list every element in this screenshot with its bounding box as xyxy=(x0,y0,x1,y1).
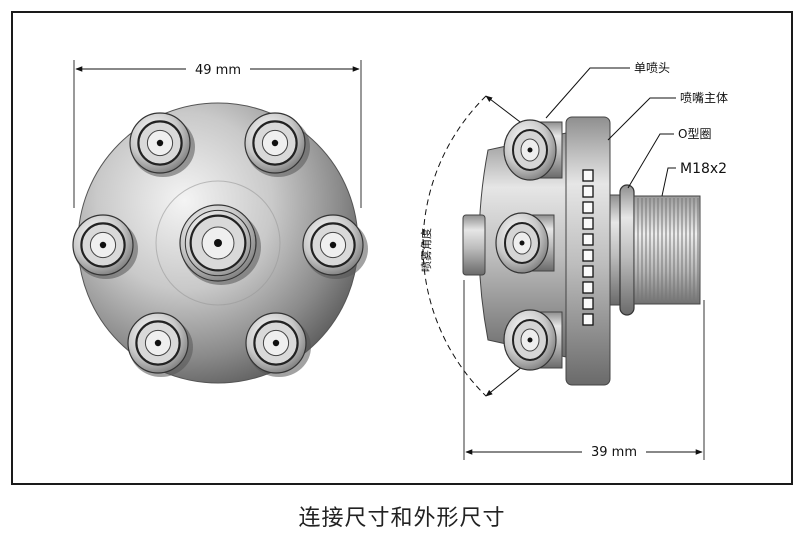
callout-o-ring: O型圈 xyxy=(678,127,711,141)
callout-thread: M18x2 xyxy=(680,161,727,177)
o-ring xyxy=(619,184,635,316)
side-nozzle-orifice xyxy=(527,337,533,343)
leader-thread xyxy=(661,167,676,197)
outer-nozzle xyxy=(302,214,368,279)
figure-caption: 连接尺寸和外形尺寸 xyxy=(298,506,506,531)
side-width-label: 39 mm xyxy=(591,445,637,460)
nozzle-orifice xyxy=(272,339,280,347)
leader-o-ring xyxy=(627,133,674,189)
side-nozzle xyxy=(495,212,555,274)
nozzle-orifice xyxy=(99,241,107,249)
body-hole xyxy=(582,185,594,198)
leader-nozzle-body xyxy=(607,97,676,141)
side-nozzle-orifice xyxy=(519,240,525,246)
callout-nozzle-body: 喷嘴主体 xyxy=(680,91,728,105)
side-rear-nozzle xyxy=(462,214,486,276)
nozzle-orifice xyxy=(156,139,164,147)
nozzle-orifice xyxy=(154,339,162,347)
outer-nozzle xyxy=(245,312,311,377)
body-hole xyxy=(582,233,594,246)
nozzle-orifice xyxy=(271,139,279,147)
thread-m18 xyxy=(633,195,701,305)
front-width-label: 49 mm xyxy=(195,63,241,78)
front-nozzles xyxy=(72,112,368,377)
side-nozzles xyxy=(495,119,563,371)
side-nozzle-orifice xyxy=(527,147,533,153)
nozzle-orifice xyxy=(329,241,337,249)
body-holes xyxy=(582,169,594,326)
body-hole xyxy=(582,265,594,278)
body-hole xyxy=(582,297,594,310)
spray-angle-label: 喷雾角度 xyxy=(419,228,433,272)
center-nozzle xyxy=(179,204,261,285)
dome-inner-ring xyxy=(155,180,281,306)
body-hole xyxy=(582,217,594,230)
outer-nozzle xyxy=(72,214,138,279)
nozzle-orifice xyxy=(214,239,222,247)
thread-lines xyxy=(637,198,699,302)
side-view: 喷雾角度 单喷头 喷嘴主体 O型圈 M18x2 39 mm xyxy=(419,61,728,460)
front-view: 49 mm xyxy=(72,60,368,384)
side-nozzle xyxy=(503,119,563,181)
leader-single-nozzle xyxy=(545,67,630,119)
body-hole xyxy=(582,169,594,182)
nozzle-outer-groove xyxy=(184,209,252,277)
body-hole xyxy=(582,201,594,214)
outer-nozzle xyxy=(127,312,193,377)
body-hole xyxy=(582,313,594,326)
callout-single-nozzle: 单喷头 xyxy=(634,61,670,75)
outer-nozzle xyxy=(129,112,195,177)
body-hole xyxy=(582,249,594,262)
side-nozzle xyxy=(503,309,563,371)
body-hole xyxy=(582,281,594,294)
outer-nozzle xyxy=(244,112,310,177)
